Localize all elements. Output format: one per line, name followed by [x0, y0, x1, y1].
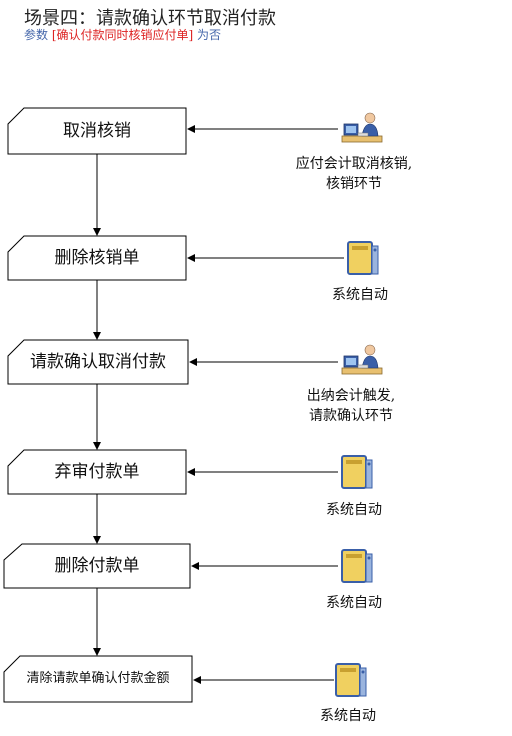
actor-caption-line: 请款确认环节 [309, 408, 393, 424]
server-computer-icon [338, 546, 382, 586]
actor-caption-line: 系统自动 [320, 708, 376, 724]
actor-caption-line: 系统自动 [326, 595, 382, 611]
param-value: [确认付款同时核销应付单] [51, 28, 194, 42]
step-label-delete-writeoff-doc: 删除核销单 [54, 248, 140, 268]
actor-caption-system: 系统自动 [300, 285, 420, 305]
step-label-delete-payment-doc: 删除付款单 [54, 556, 140, 576]
person-at-computer-icon [340, 110, 384, 150]
actor-caption-line: 出纳会计触发, [306, 388, 396, 404]
param-prefix: 参数 [24, 28, 49, 42]
actor-caption-system: 系统自动 [294, 500, 414, 520]
actor-caption-ap-accountant: 应付会计取消核销, 核销环节 [272, 154, 436, 194]
actor-caption-cashier: 出纳会计触发, 请款确认环节 [276, 386, 426, 426]
step-label-unapprove-payment-doc: 弃审付款单 [54, 462, 140, 482]
step-label-cancel-payment: 请款确认取消付款 [30, 352, 166, 372]
step-box-6 [3, 655, 193, 703]
actor-caption-line: 系统自动 [332, 287, 388, 303]
actor-caption-line: 应付会计取消核销, [295, 156, 413, 172]
param-suffix: 为否 [197, 28, 222, 42]
parameter-note: 参数 [确认付款同时核销应付单] 为否 [24, 26, 221, 43]
server-computer-icon [332, 660, 376, 700]
actor-caption-system: 系统自动 [288, 706, 408, 726]
step-label-cancel-writeoff: 取消核销 [63, 121, 131, 141]
person-at-computer-icon [340, 342, 384, 382]
actor-caption-system: 系统自动 [294, 593, 414, 613]
page-title: 场景四：请款确认环节取消付款 [24, 8, 276, 29]
actor-caption-line: 核销环节 [326, 176, 382, 192]
step-box-3 [7, 339, 189, 385]
actor-caption-line: 系统自动 [326, 502, 382, 518]
step-label-clear-confirmed-amount: 清除请款单确认付款金额 [26, 671, 170, 686]
server-computer-icon [338, 452, 382, 492]
server-computer-icon [344, 238, 388, 278]
